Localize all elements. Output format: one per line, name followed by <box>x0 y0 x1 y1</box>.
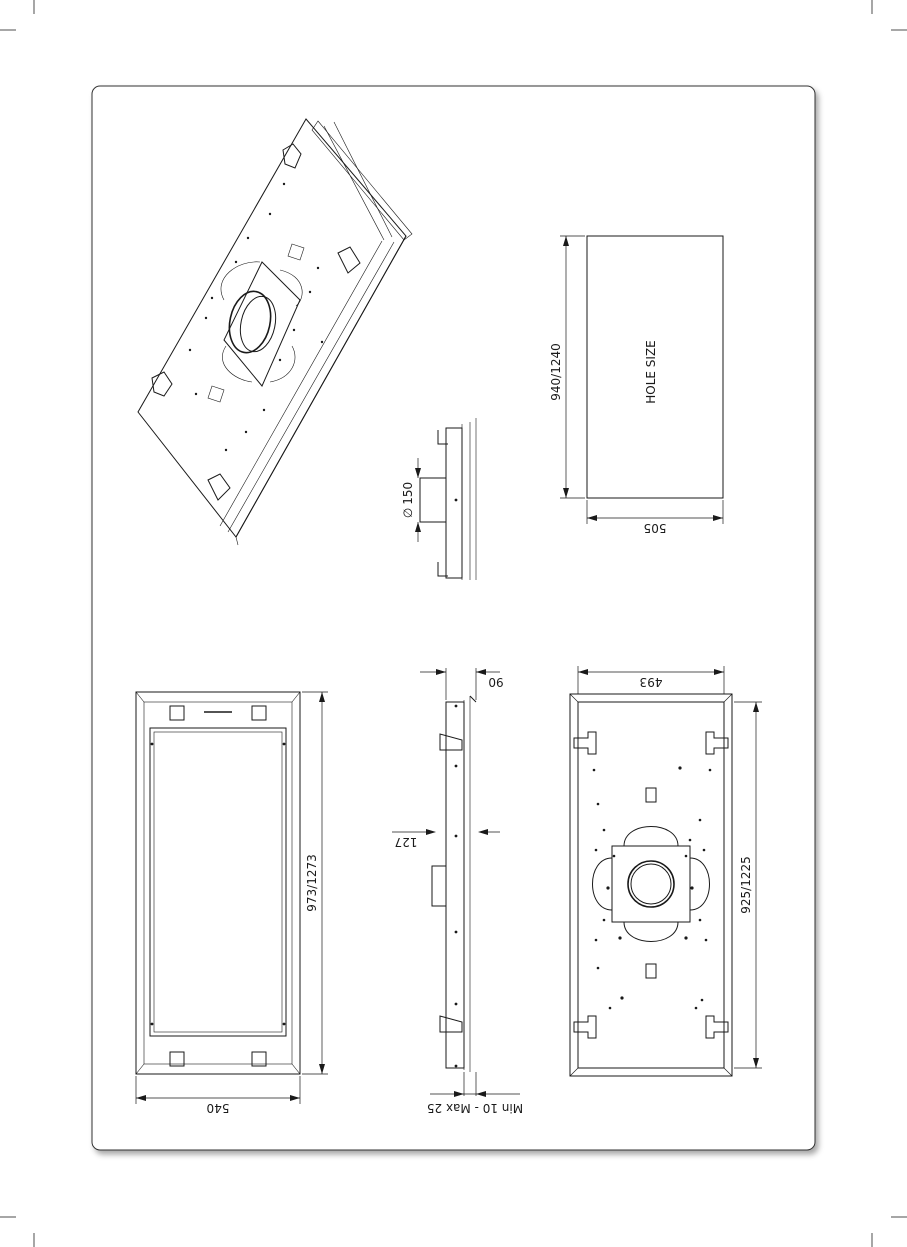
hole-width-dimension: 505 <box>644 521 667 535</box>
drawing-frame <box>91 85 816 1151</box>
side-elevation-view: 90 127 Min 10 - Max 25 <box>392 668 523 1115</box>
offset-dimension: 127 <box>395 835 418 849</box>
hole-size-label: HOLE SIZE <box>644 340 658 404</box>
depth-dimension: 90 <box>488 675 503 689</box>
diameter-symbol: ∅ <box>401 508 415 518</box>
isometric-view <box>137 118 413 546</box>
adjust-range-dimension: Min 10 - Max 25 <box>427 1101 523 1115</box>
duct-diameter-dimension: ∅ 150 <box>401 482 415 518</box>
side-section-view: ∅ 150 <box>401 418 477 580</box>
frame-width-dimension: 540 <box>207 1101 230 1115</box>
hole-outline <box>586 235 724 499</box>
plate-width-dimension: 493 <box>640 675 663 689</box>
frame-height-dimension: 973/1273 <box>305 854 319 912</box>
mounting-plate-view: 493 925/1225 <box>569 666 762 1077</box>
hole-height-dimension: 940/1240 <box>549 343 563 401</box>
hole-size-view: HOLE SIZE 940/1240 505 <box>549 235 724 535</box>
plate-height-dimension: 925/1225 <box>739 856 753 914</box>
front-frame-view: 973/1273 540 <box>135 691 328 1115</box>
diameter-value: 150 <box>401 482 415 505</box>
